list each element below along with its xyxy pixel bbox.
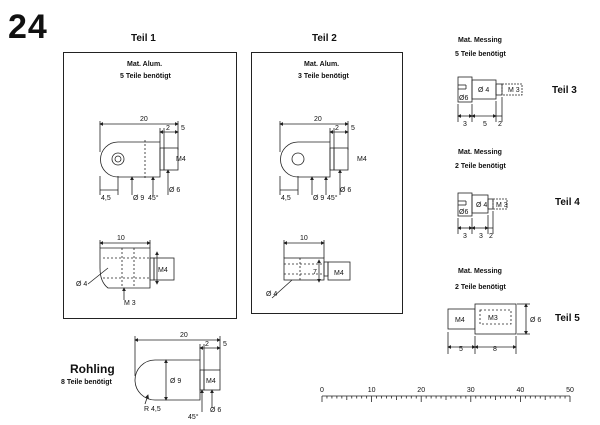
t3-thread: M 3 [508, 87, 520, 94]
r-d2: Ø 6 [210, 407, 221, 414]
t2-l1: 4,5 [281, 195, 291, 202]
scale-label: 10 [368, 387, 376, 394]
teil1-side-view [87, 240, 175, 300]
teil5-drawing [447, 303, 530, 354]
t1-len: 20 [140, 116, 148, 123]
teil1-material: Mat. Alum. [127, 61, 163, 68]
r-dia: Ø 9 [170, 378, 181, 385]
scale-label: 0 [320, 387, 324, 394]
scale-label: 50 [566, 387, 574, 394]
t1-thread2: M 3 [124, 300, 136, 307]
t3-dleft: Ø6 [459, 95, 468, 102]
teil2-quantity: 3 Teile benötigt [298, 73, 349, 80]
t5-inner: M3 [488, 315, 498, 322]
t1-d1: Ø 9 [133, 195, 144, 202]
t1-angle: 45° [148, 194, 159, 202]
t3-c: 2 [498, 121, 502, 128]
t5-b: 8 [493, 346, 497, 353]
t2-len: 20 [314, 116, 322, 123]
scale-label: 20 [417, 387, 425, 394]
t1-d3: Ø 4 [76, 281, 87, 288]
t4-thread: M 3 [496, 202, 508, 209]
rohling-quantity: 8 Teile benötigt [61, 379, 112, 386]
teil2-side-view [271, 240, 351, 299]
rohling-drawing [134, 336, 221, 412]
teil1-title: Teil 1 [131, 33, 156, 44]
r-len: 20 [180, 332, 188, 339]
teil5-material: Mat. Messing [458, 268, 502, 275]
t1-l1: 4,5 [101, 195, 111, 202]
t1-thread3: M4 [158, 267, 168, 274]
rohling-title: Rohling [70, 362, 115, 376]
r-a: 2 [205, 341, 209, 348]
scale-labels: 0 10 20 30 40 50 [320, 387, 574, 394]
t4-dmid: Ø 4 [476, 202, 487, 209]
t2-thread: M4 [357, 156, 367, 163]
teil4-title: Teil 4 [555, 197, 580, 208]
teil5-quantity: 2 Teile benötigt [455, 284, 506, 291]
teil4-quantity: 2 Teile benötigt [455, 163, 506, 170]
t2-angle: 45° [327, 194, 338, 202]
t1-thread: M4 [176, 156, 186, 163]
t2-thread3: M4 [334, 270, 344, 277]
t5-left: M4 [455, 317, 465, 324]
scale-bar [321, 395, 571, 402]
t4-dleft: Ø6 [459, 209, 468, 216]
teil3-title: Teil 3 [552, 85, 577, 96]
dimension-labels: 20 2 5 M4 4,5 Ø 9 45° Ø 6 10 Ø 4 M 3 M4 … [76, 87, 541, 421]
teil3-material: Mat. Messing [458, 37, 502, 44]
t1-d2: Ø 6 [169, 187, 180, 194]
t2-d1: Ø 9 [313, 195, 324, 202]
teil2-title: Teil 2 [312, 33, 337, 44]
teil1-top-view [99, 121, 179, 195]
t5-dia: Ø 6 [530, 317, 541, 324]
t4-c: 2 [489, 233, 493, 240]
teil4-material: Mat. Messing [458, 149, 502, 156]
teil2-frame [251, 52, 403, 314]
teil5-title: Teil 5 [555, 313, 580, 324]
t3-b: 5 [483, 121, 487, 128]
t1-top: 10 [117, 235, 125, 242]
t2-d3: Ø 4 [266, 291, 277, 298]
r-thread: M4 [206, 378, 216, 385]
teil4-drawing [457, 192, 508, 234]
teil3-drawing [457, 76, 523, 122]
t3-a: 3 [463, 121, 467, 128]
t2-top: 10 [300, 235, 308, 242]
t4-b: 3 [479, 233, 483, 240]
teil2-top-view [279, 121, 349, 195]
r-radius: R 4,5 [144, 406, 161, 413]
t3-dmid: Ø 4 [478, 87, 489, 94]
scale-label: 40 [517, 387, 525, 394]
t5-a: 5 [459, 346, 463, 353]
t4-a: 3 [463, 233, 467, 240]
teil3-quantity: 5 Teile benötigt [455, 51, 506, 58]
t1-a: 2 [166, 125, 170, 132]
r-angle: 45° [188, 413, 199, 421]
t2-side: 7 [313, 269, 317, 276]
t2-a: 2 [335, 125, 339, 132]
page-number: 24 [8, 8, 48, 46]
t2-b: 5 [351, 125, 355, 132]
teil1-quantity: 5 Teile benötigt [120, 73, 171, 80]
t1-b: 5 [181, 125, 185, 132]
teil2-material: Mat. Alum. [304, 61, 340, 68]
r-b: 5 [223, 341, 227, 348]
scale-label: 30 [467, 387, 475, 394]
t2-d2: Ø 6 [340, 187, 351, 194]
